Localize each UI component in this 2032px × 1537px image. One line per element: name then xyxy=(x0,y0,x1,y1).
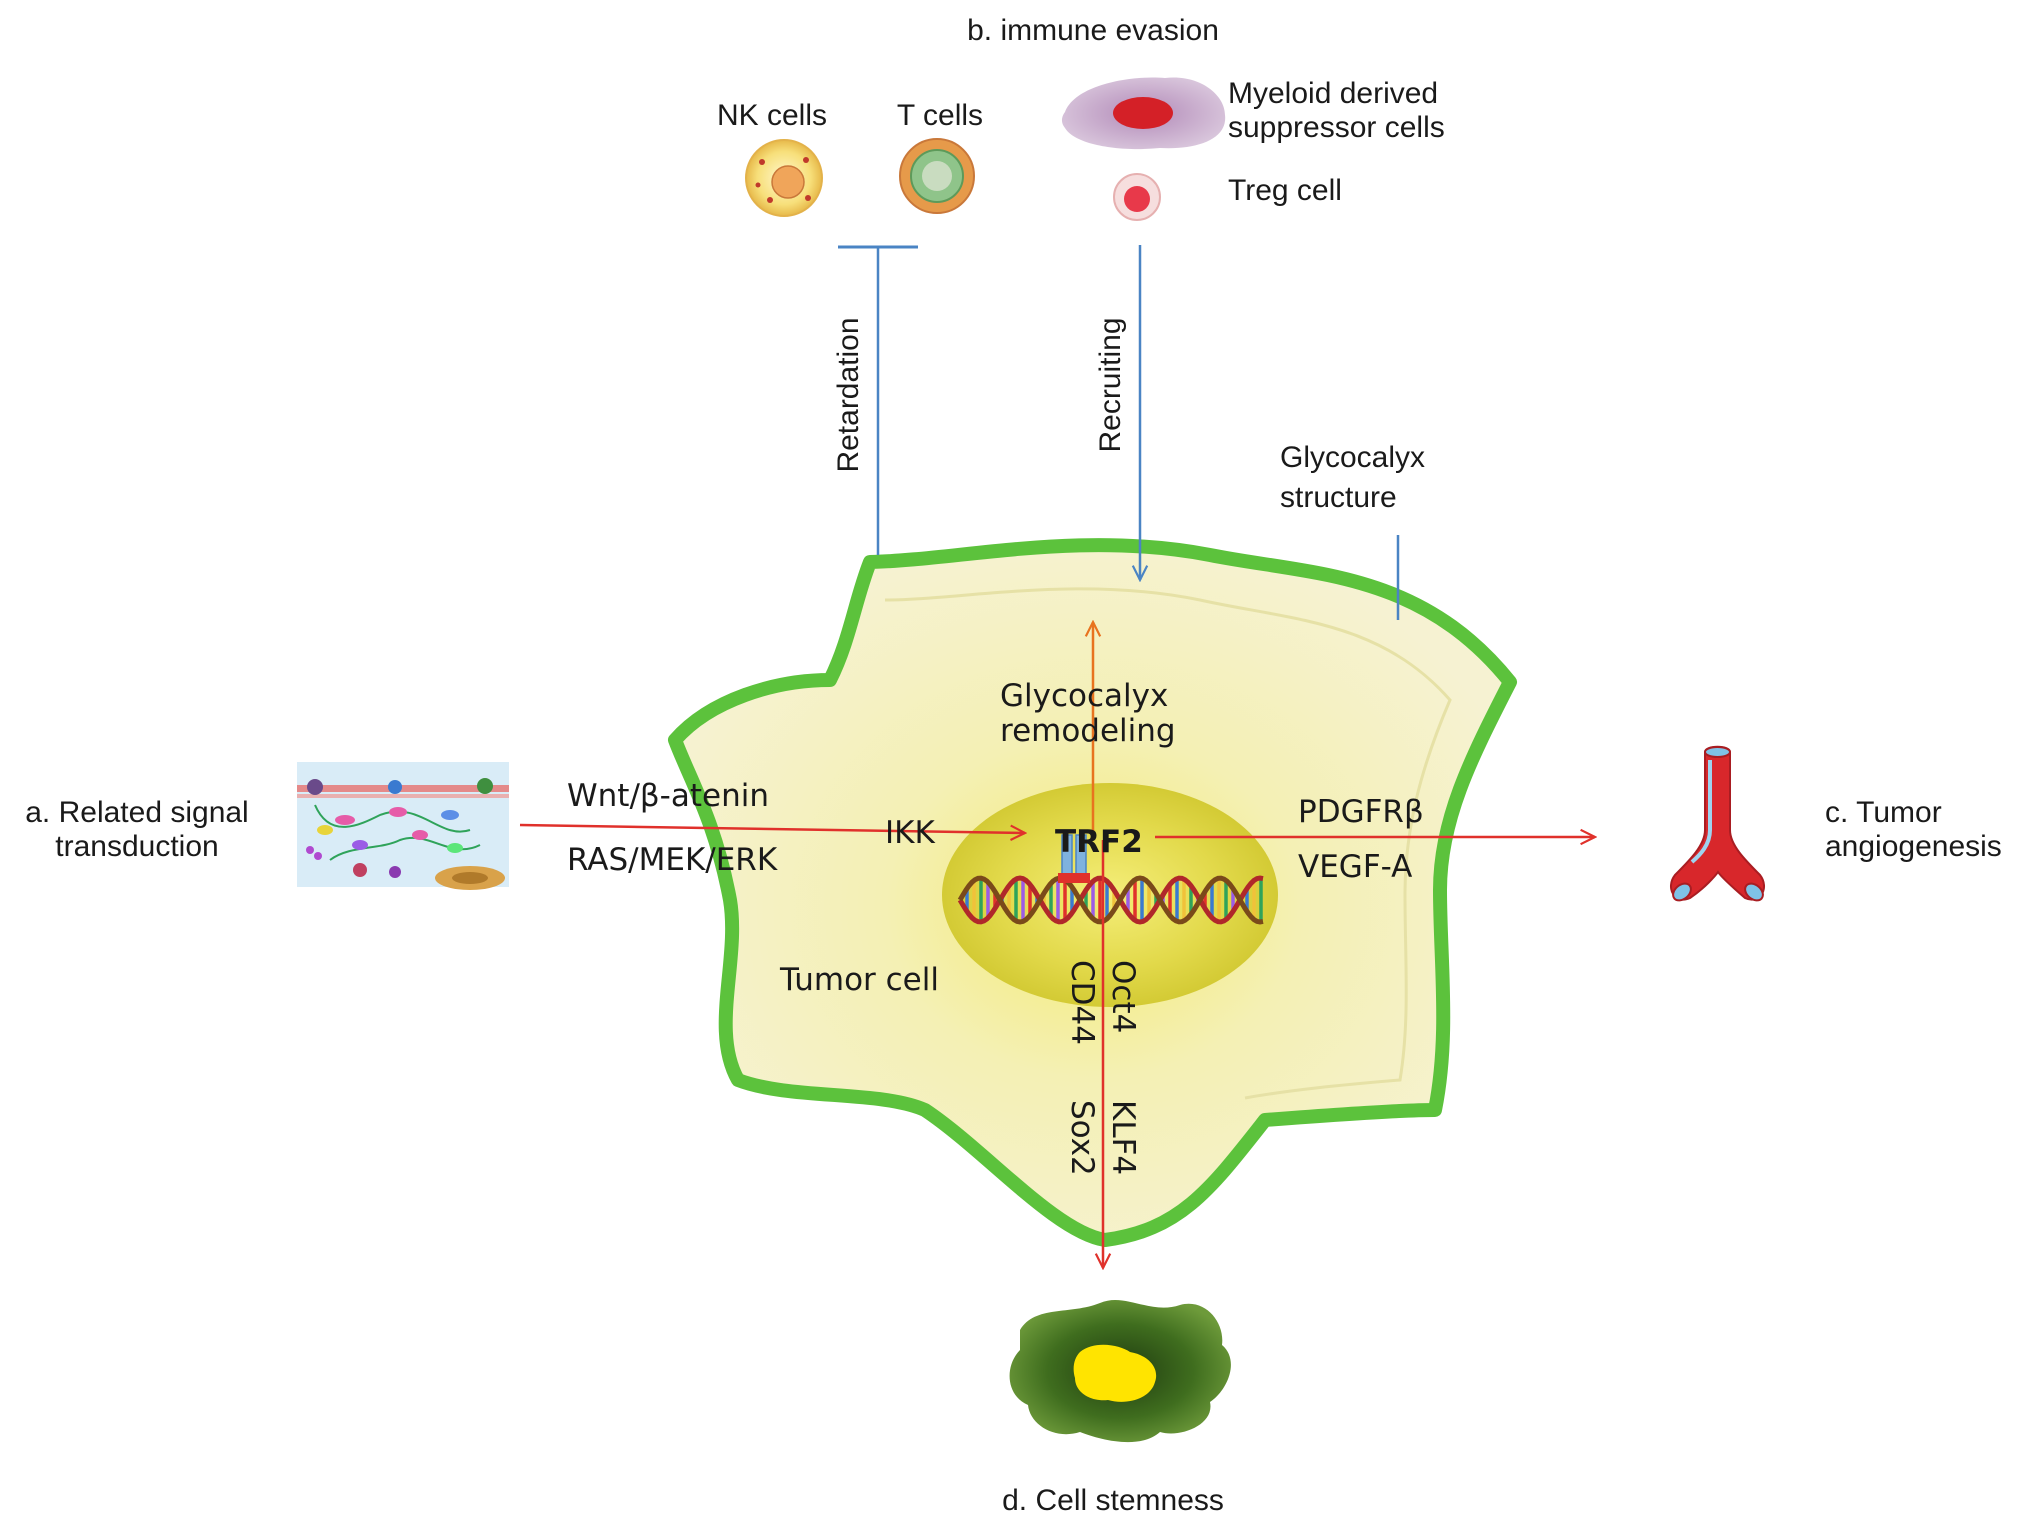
signal-input-arrow xyxy=(519,823,1025,833)
t-cells-label: T cells xyxy=(897,99,983,132)
ras-mek-erk-label: RAS/MEK/ERK xyxy=(567,842,778,878)
signal-pathway-thumbnail xyxy=(297,762,509,890)
klf4-label: KLF4 xyxy=(1105,1100,1141,1175)
cd44-label: CD44 xyxy=(1064,960,1100,1045)
dna-strand-a xyxy=(957,875,1264,925)
nk-cell-icon xyxy=(745,139,823,217)
pdgfrb-label: PDGFRβ xyxy=(1298,794,1424,830)
cell-stemness-label: d. Cell stemness xyxy=(1002,1484,1224,1517)
nk-cells-label: NK cells xyxy=(717,99,827,132)
tumor-cell-inner-fold xyxy=(884,587,1452,1100)
sox2-label: Sox2 xyxy=(1064,1100,1100,1176)
trf2-protein-icon xyxy=(1058,834,1090,883)
tumor-cell-label: Tumor cell xyxy=(779,962,939,998)
signal-transduction-line2: transduction xyxy=(55,830,218,863)
blood-vessel-icon xyxy=(1670,745,1765,902)
treg-label: Treg cell xyxy=(1228,174,1342,207)
angiogenesis-line2: angiogenesis xyxy=(1825,830,2002,863)
angiogenesis-line1: c. Tumor xyxy=(1825,796,1942,829)
wnt-label: Wnt/β-atenin xyxy=(567,778,769,814)
glycocalyx-remodeling-line1: Glycocalyx xyxy=(1000,678,1168,714)
glycocalyx-structure-line1: Glycocalyx xyxy=(1280,441,1425,474)
vegfa-label: VEGF-A xyxy=(1298,849,1412,885)
dna-strand-b xyxy=(957,875,1264,925)
retardation-label: Retardation xyxy=(832,317,865,472)
immune-evasion-title: b. immune evasion xyxy=(967,14,1219,47)
trf2-label: TRF2 xyxy=(1055,824,1143,860)
signal-transduction-line1: a. Related signal xyxy=(25,796,248,829)
ikk-label: IKK xyxy=(885,815,935,851)
t-cell-icon xyxy=(899,138,975,214)
stem-cell-icon xyxy=(1009,1299,1231,1443)
mdsc-label-line1: Myeloid derived xyxy=(1228,77,1438,110)
treg-cell-icon xyxy=(1113,173,1161,221)
oct4-label: Oct4 xyxy=(1105,960,1141,1033)
recruiting-label: Recruiting xyxy=(1094,317,1127,452)
mdsc-cell-icon xyxy=(1061,77,1226,150)
glycocalyx-structure-line2: structure xyxy=(1280,481,1397,514)
dna-helix-icon xyxy=(957,875,1264,925)
mdsc-label-line2: suppressor cells xyxy=(1228,111,1445,144)
glycocalyx-remodeling-line2: remodeling xyxy=(1000,713,1176,749)
